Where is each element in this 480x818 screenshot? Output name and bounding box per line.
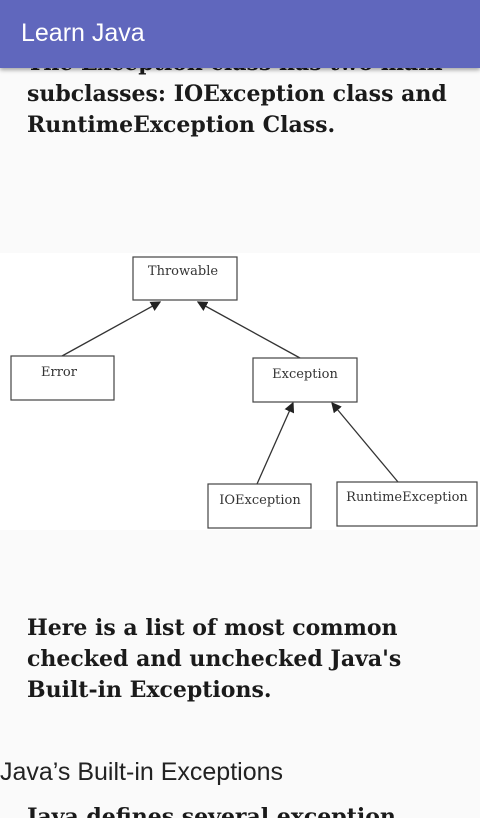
node-exception: Exception [252, 357, 358, 403]
node-ioexception-label: IOException [219, 493, 301, 508]
edge-ioexception-to-exception [256, 401, 295, 485]
node-error-label: Error [41, 365, 78, 380]
node-exception-label: Exception [272, 367, 338, 382]
defines-paragraph: Java defines several exception [27, 804, 396, 818]
section-heading: Java’s Built-in Exceptions [0, 758, 284, 786]
node-throwable-label: Throwable [148, 264, 218, 279]
edge-runtimeexception-to-exception [331, 402, 399, 483]
node-ioexception: IOException [207, 483, 312, 529]
node-runtimeexception-label: RuntimeException [346, 490, 468, 505]
node-runtimeexception: RuntimeException [336, 481, 478, 527]
edge-exception-to-throwable [196, 301, 301, 359]
node-throwable: Throwable [132, 256, 238, 301]
builtin-exceptions-intro-paragraph: Here is a list of most common checked an… [27, 615, 402, 703]
exception-hierarchy-diagram: Throwable Error Exception IOException Ru… [0, 253, 480, 530]
app-title: Learn Java [21, 19, 145, 47]
node-error: Error [10, 355, 115, 401]
app-bar: Learn Java [0, 0, 480, 68]
edge-error-to-throwable [61, 301, 162, 357]
